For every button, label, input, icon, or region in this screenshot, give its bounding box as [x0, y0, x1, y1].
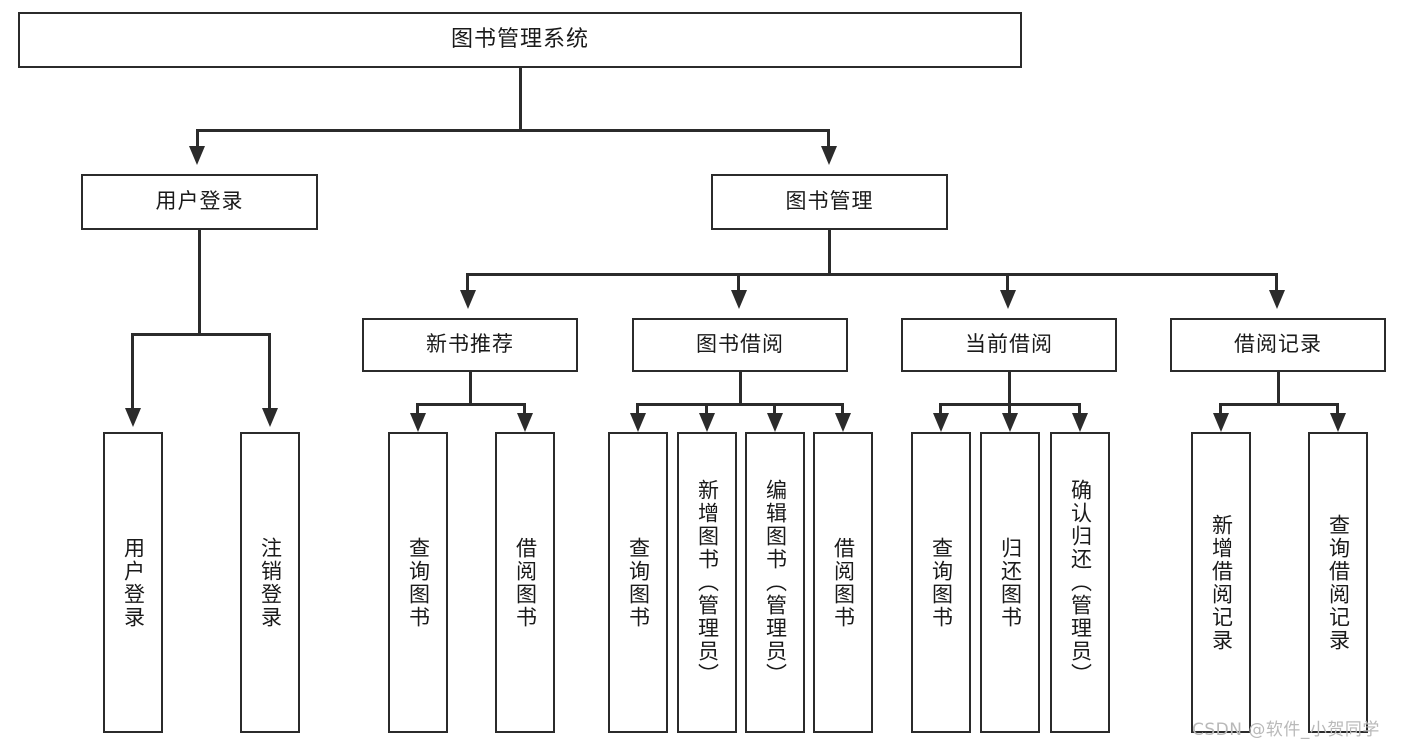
leaf-query-book-3: 查询图书	[911, 432, 971, 733]
node-book-borrow: 图书借阅	[632, 318, 848, 372]
edge-root-bus	[196, 129, 830, 132]
edge-nbr-bus	[416, 403, 526, 406]
edge-br-bus	[1219, 403, 1339, 406]
edge-bb-drop-4	[841, 403, 844, 413]
edge-cb-stem	[1008, 372, 1011, 405]
leaf-query-book-1: 查询图书	[388, 432, 448, 733]
leaf-add-borrow-record: 新增借阅记录	[1191, 432, 1251, 733]
edge-user-login-drop-2	[268, 333, 271, 408]
node-new-book-recommend: 新书推荐	[362, 318, 578, 372]
edge-br-drop-2	[1336, 403, 1339, 413]
edge-bb-bus	[636, 403, 844, 406]
node-user-login: 用户登录	[81, 174, 318, 230]
edge-user-login-drop-1	[131, 333, 134, 408]
edge-user-login-stem	[198, 230, 201, 335]
edge-nbr-stem	[469, 372, 472, 405]
arrow-to-leaf-return-book	[1002, 413, 1018, 432]
node-root-system: 图书管理系统	[18, 12, 1022, 68]
arrow-to-leaf-confirm-return	[1072, 413, 1088, 432]
leaf-add-book-admin: 新增图书（管理员）	[677, 432, 737, 733]
edge-book-manage-bus	[466, 273, 1278, 276]
leaf-return-book: 归还图书	[980, 432, 1040, 733]
arrow-to-leaf-query-record	[1330, 413, 1346, 432]
edge-cb-drop-2	[1008, 403, 1011, 413]
edge-cb-drop-1	[939, 403, 942, 413]
edge-nbr-drop-1	[416, 403, 419, 413]
edge-bb-drop-3	[773, 403, 776, 413]
arrow-to-leaf-user-login	[125, 408, 141, 427]
arrow-to-leaf-add-book	[699, 413, 715, 432]
leaf-edit-book-admin: 编辑图书（管理员）	[745, 432, 805, 733]
leaf-logout: 注销登录	[240, 432, 300, 733]
arrow-to-borrow-record	[1269, 290, 1285, 309]
arrow-to-leaf-borrow-book-2	[835, 413, 851, 432]
arrow-to-leaf-add-record	[1213, 413, 1229, 432]
node-current-borrow: 当前借阅	[901, 318, 1117, 372]
edge-root-stem	[519, 68, 522, 132]
leaf-borrow-book-2: 借阅图书	[813, 432, 873, 733]
edge-bb-drop-1	[636, 403, 639, 413]
leaf-user-login: 用户登录	[103, 432, 163, 733]
watermark-credit: CSDN @软件_小贺同学	[1192, 720, 1380, 740]
arrow-to-book-manage	[821, 146, 837, 165]
leaf-query-book-2: 查询图书	[608, 432, 668, 733]
arrow-to-leaf-query-book-1	[410, 413, 426, 432]
edge-root-drop-right	[827, 129, 830, 146]
edge-bb-drop-2	[705, 403, 708, 413]
edge-book-manage-drop-4	[1275, 273, 1278, 290]
edge-root-drop-left	[196, 129, 199, 146]
arrow-to-leaf-logout	[262, 408, 278, 427]
edge-book-manage-drop-1	[466, 273, 469, 290]
edge-book-manage-drop-2	[737, 273, 740, 290]
edge-nbr-drop-2	[523, 403, 526, 413]
arrow-to-leaf-edit-book	[767, 413, 783, 432]
edge-book-manage-drop-3	[1006, 273, 1009, 290]
arrow-to-new-book-rec	[460, 290, 476, 309]
edge-br-stem	[1277, 372, 1280, 405]
arrow-to-book-borrow	[731, 290, 747, 309]
edge-bb-stem	[739, 372, 742, 405]
arrow-to-user-login	[189, 146, 205, 165]
node-book-manage: 图书管理	[711, 174, 948, 230]
edge-user-login-bus	[131, 333, 270, 336]
arrow-to-leaf-query-book-2	[630, 413, 646, 432]
arrow-to-current-borrow	[1000, 290, 1016, 309]
edge-br-drop-1	[1219, 403, 1222, 413]
edge-cb-drop-3	[1078, 403, 1081, 413]
node-borrow-record: 借阅记录	[1170, 318, 1386, 372]
leaf-query-borrow-record: 查询借阅记录	[1308, 432, 1368, 733]
arrow-to-leaf-borrow-book-1	[517, 413, 533, 432]
arrow-to-leaf-query-book-3	[933, 413, 949, 432]
edge-book-manage-stem	[828, 230, 831, 275]
leaf-confirm-return-admin: 确认归还（管理员）	[1050, 432, 1110, 733]
leaf-borrow-book-1: 借阅图书	[495, 432, 555, 733]
